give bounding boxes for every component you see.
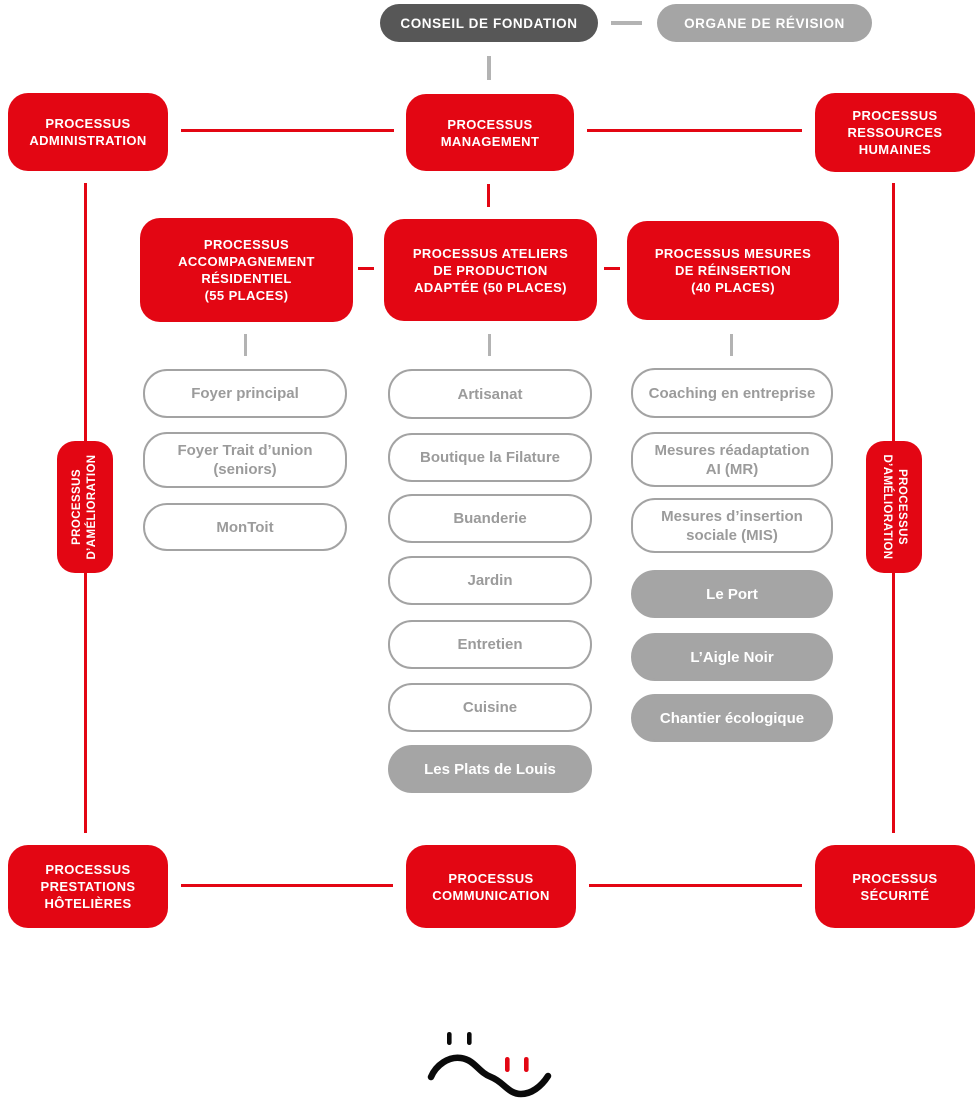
item-buanderie: Buanderie xyxy=(388,494,592,543)
connector-prestations-communication xyxy=(181,884,393,887)
item-aigle-noir: L’Aigle Noir xyxy=(631,633,833,681)
node-processus-amelioration-left: PROCESSUS D’AMÉLIORATION xyxy=(57,441,113,573)
node-processus-ressources-humaines: PROCESSUS RESSOURCES HUMAINES xyxy=(815,93,975,172)
node-processus-amelioration-right: PROCESSUS D’AMÉLIORATION xyxy=(866,441,922,573)
item-coaching-en-entreprise: Coaching en entreprise xyxy=(631,368,833,418)
amelioration-right-label: PROCESSUS D’AMÉLIORATION xyxy=(881,454,908,560)
connector-management-rh xyxy=(587,129,802,132)
item-montoit: MonToit xyxy=(143,503,347,551)
item-artisanat: Artisanat xyxy=(388,369,592,419)
node-processus-management: PROCESSUS MANAGEMENT xyxy=(406,94,574,171)
item-boutique-la-filature: Boutique la Filature xyxy=(388,433,592,482)
node-processus-mesures: PROCESSUS MESURES DE RÉINSERTION (40 PLA… xyxy=(627,221,839,320)
connector-administration-management xyxy=(181,129,394,132)
item-jardin: Jardin xyxy=(388,556,592,605)
node-processus-ateliers: PROCESSUS ATELIERS DE PRODUCTION ADAPTÉE… xyxy=(384,219,597,321)
item-mesures-readaptation: Mesures réadaptation AI (MR) xyxy=(631,432,833,487)
amelioration-left-label: PROCESSUS D’AMÉLIORATION xyxy=(71,454,98,560)
connector-conseil-organe xyxy=(611,21,642,25)
node-processus-securite: PROCESSUS SÉCURITÉ xyxy=(815,845,975,928)
connector-communication-securite xyxy=(589,884,802,887)
connector-mesures-items xyxy=(730,334,733,356)
item-les-plats-de-louis: Les Plats de Louis xyxy=(388,745,592,793)
node-processus-prestations-hotelieres: PROCESSUS PRESTATIONS HÔTELIÈRES xyxy=(8,845,168,928)
wave-faces-logo-icon xyxy=(427,1032,552,1098)
connector-accompagnement-ateliers xyxy=(358,267,374,270)
node-processus-communication: PROCESSUS COMMUNICATION xyxy=(406,845,576,928)
connector-management-ateliers xyxy=(487,184,490,207)
connector-ateliers-items xyxy=(488,334,491,356)
item-foyer-principal: Foyer principal xyxy=(143,369,347,418)
connector-accompagnement-items xyxy=(244,334,247,356)
item-foyer-trait-dunion: Foyer Trait d’union (seniors) xyxy=(143,432,347,488)
node-processus-administration: PROCESSUS ADMINISTRATION xyxy=(8,93,168,171)
node-organe-de-revision: ORGANE DE RÉVISION xyxy=(657,4,872,42)
connector-ateliers-mesures xyxy=(604,267,620,270)
item-cuisine: Cuisine xyxy=(388,683,592,732)
item-le-port: Le Port xyxy=(631,570,833,618)
node-processus-accompagnement: PROCESSUS ACCOMPAGNEMENT RÉSIDENTIEL (55… xyxy=(140,218,353,322)
item-chantier-ecologique: Chantier écologique xyxy=(631,694,833,742)
item-entretien: Entretien xyxy=(388,620,592,669)
connector-conseil-management xyxy=(487,56,491,80)
item-mesures-insertion-sociale: Mesures d’insertion sociale (MIS) xyxy=(631,498,833,553)
node-conseil-de-fondation: CONSEIL DE FONDATION xyxy=(380,4,598,42)
